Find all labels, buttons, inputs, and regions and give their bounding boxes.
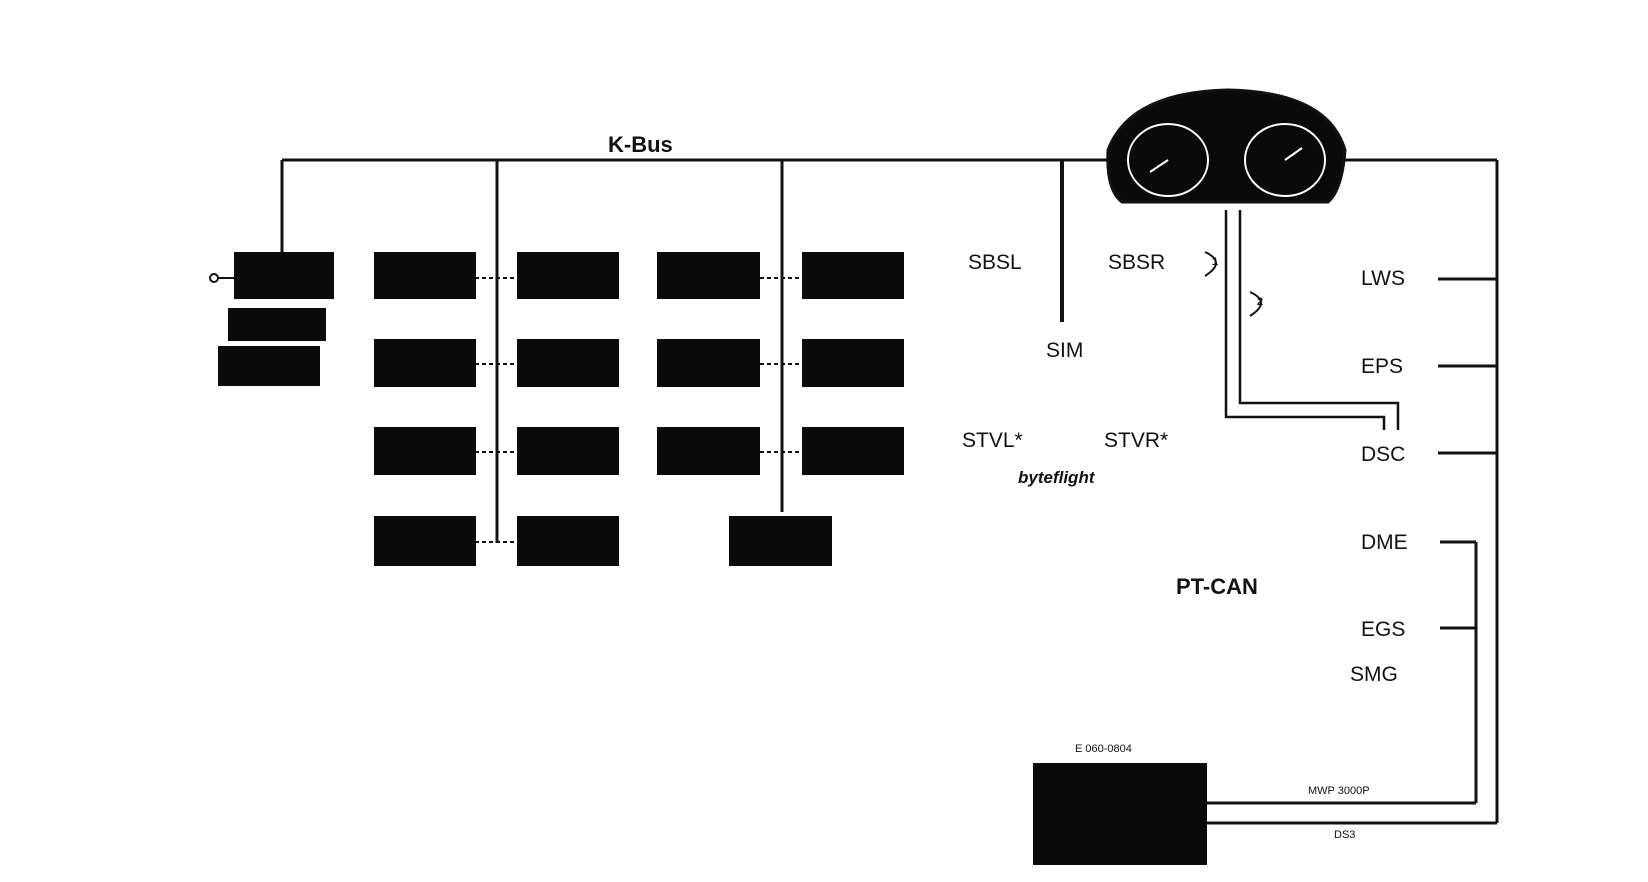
module-box	[517, 339, 619, 387]
lws-label: LWS	[1361, 267, 1405, 290]
cluster-dsc-wire-2	[1238, 210, 1400, 430]
marker-2-arc	[1249, 291, 1262, 317]
smg-label: SMG	[1350, 663, 1398, 686]
module-box	[657, 339, 760, 387]
cluster-dsc-wire-1	[1224, 210, 1386, 430]
module-box	[234, 252, 334, 299]
stvl-label: STVL*	[962, 429, 1023, 452]
module-box	[228, 308, 326, 341]
kbus-label: K-Bus	[608, 132, 673, 157]
module-box	[218, 346, 320, 386]
module-box	[374, 516, 476, 566]
sbsl-label: SBSL	[968, 251, 1022, 274]
eps-label: EPS	[1361, 355, 1404, 378]
sim-label: SIM	[1046, 339, 1084, 362]
diagnostic-device	[1033, 763, 1207, 865]
module-box	[374, 252, 476, 299]
marker-1-label: 1	[1212, 256, 1219, 268]
instrument-cluster	[1106, 88, 1347, 204]
module-box	[374, 339, 476, 387]
module-box	[517, 516, 619, 566]
stvr-label: STVR*	[1104, 429, 1169, 452]
device-top-label: E 060-0804	[1075, 743, 1132, 755]
marker-1-arc	[1204, 251, 1217, 277]
byteflight-label: byteflight	[1018, 468, 1095, 487]
module-box	[802, 252, 904, 299]
dme-label: DME	[1361, 531, 1408, 554]
module-grid	[374, 252, 904, 566]
dsc-label: DSC	[1361, 443, 1406, 466]
left-modules	[209, 252, 334, 386]
device-wire-upper-label: MWP 3000P	[1308, 785, 1370, 797]
module-box	[517, 252, 619, 299]
device-wire-lower-label: DS3	[1334, 829, 1356, 841]
module-box	[802, 339, 904, 387]
module-box	[657, 252, 760, 299]
ptcan-label: PT-CAN	[1176, 574, 1258, 599]
egs-label: EGS	[1361, 618, 1406, 641]
marker-2-label: 2	[1257, 296, 1264, 308]
module-box	[802, 427, 904, 475]
module-box	[374, 427, 476, 475]
module-box	[657, 427, 760, 475]
module-box	[517, 427, 619, 475]
sbsr-label: SBSR	[1108, 251, 1166, 274]
module-box	[729, 516, 832, 566]
